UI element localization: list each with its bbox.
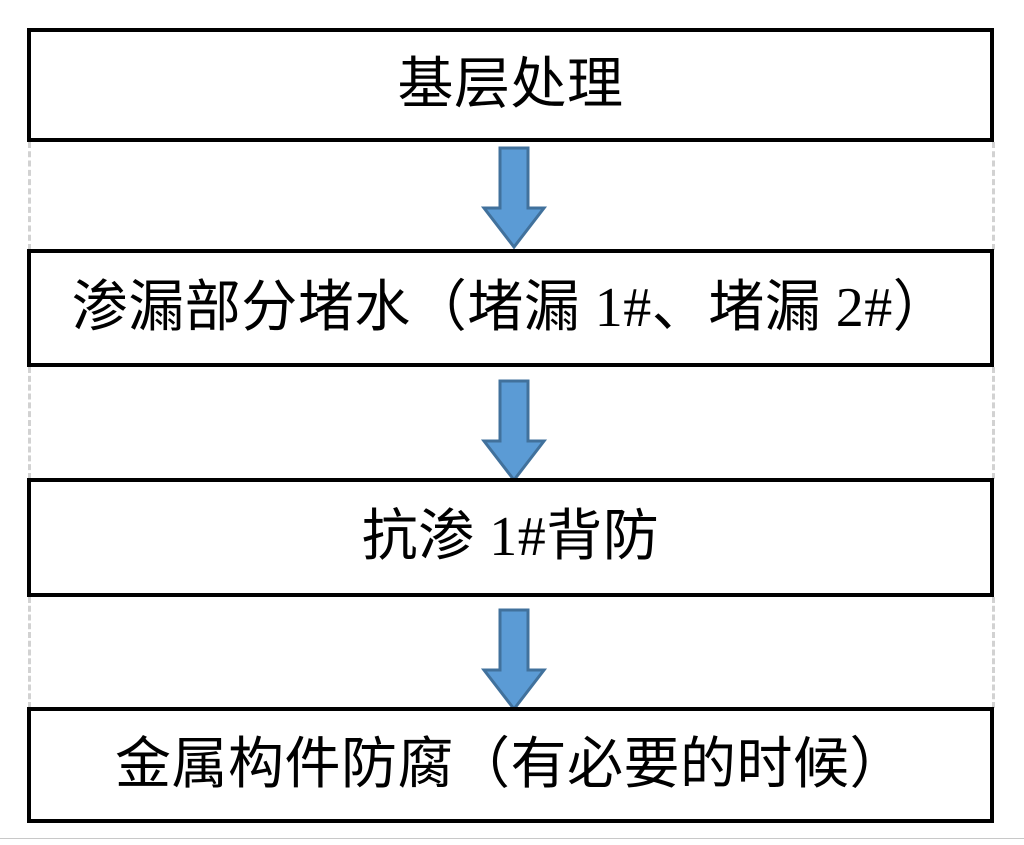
process-node-step-3[interactable]: 抗渗 1#背防 <box>27 478 994 597</box>
process-node-step-2[interactable]: 渗漏部分堵水（堵漏 1#、堵漏 2#） <box>27 249 994 367</box>
connector-rail-right-3 <box>992 597 995 708</box>
down-arrow-icon <box>480 379 548 483</box>
page-bottom-rule <box>0 838 1024 839</box>
process-node-step-1[interactable]: 基层处理 <box>27 28 994 142</box>
process-node-label: 渗漏部分堵水（堵漏 1#、堵漏 2#） <box>71 276 950 339</box>
down-arrow-icon <box>480 146 548 250</box>
process-node-step-4[interactable]: 金属构件防腐（有必要的时候） <box>27 707 994 823</box>
process-node-label: 抗渗 1#背防 <box>361 506 660 569</box>
down-arrow-icon <box>480 608 548 712</box>
connector-rail-right-2 <box>992 367 995 479</box>
process-node-label: 基层处理 <box>397 53 624 116</box>
connector-rail-left-3 <box>28 597 31 708</box>
process-node-label: 金属构件防腐（有必要的时候） <box>115 733 906 796</box>
connector-rail-left-1 <box>28 142 31 250</box>
connector-rail-right-1 <box>992 142 995 250</box>
connector-rail-left-2 <box>28 367 31 479</box>
